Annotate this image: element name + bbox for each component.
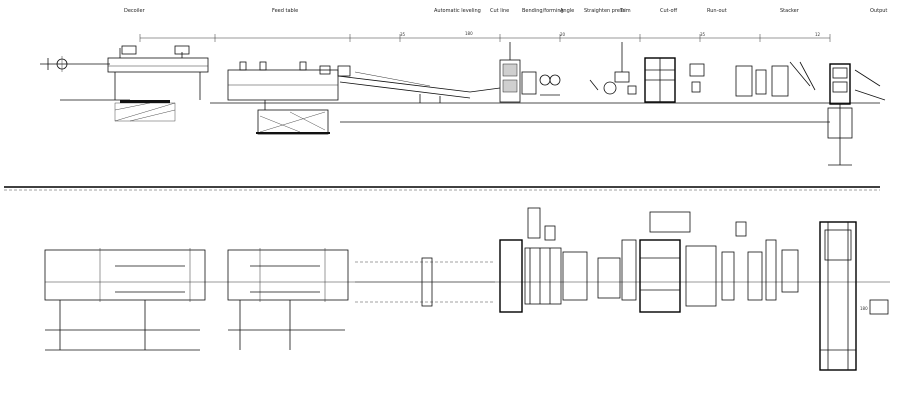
plan-conveyor (355, 257, 495, 307)
header-labels: Decoiler Feed table Automatic leveling C… (124, 8, 887, 14)
straightener-stand (499, 42, 561, 103)
plan-stacker: 180 (819, 221, 889, 371)
bending-station (589, 42, 637, 95)
header-label-trim: Trim (619, 8, 631, 14)
plan-bending (597, 239, 637, 301)
segment-dimension-1: 35 (400, 32, 406, 37)
segment-dimension-4: 12 (815, 32, 821, 37)
header-label-cutoff: Cut-off (660, 8, 678, 14)
segment-dimension-2: 20 (560, 32, 566, 37)
plan-view: 180 (44, 207, 890, 371)
header-label-cut-line: Cut line (490, 8, 509, 14)
header-label-feed-table: Feed table (272, 8, 298, 14)
header-label-stacker: Stacker (780, 8, 800, 14)
cutoff-runout (735, 61, 816, 97)
header-label-output: Output (870, 8, 887, 14)
segment-dimension-3: 35 (700, 32, 706, 37)
header-label-bending: Bending/forming (522, 8, 564, 14)
entry-coil-car (40, 56, 110, 72)
overall-dimension-text: 180 (465, 31, 473, 36)
inclined-conveyor (337, 65, 501, 103)
header-label-runout: Run-out (707, 8, 727, 14)
plan-dimension-overall: 180 (860, 306, 868, 311)
plan-decoiler-2 (227, 248, 349, 350)
header-label-decoiler: Decoiler (124, 8, 146, 14)
header-label-leveling: Automatic leveling (434, 8, 481, 14)
elevation-view: 180 35 20 35 12 (40, 31, 886, 166)
header-label-straighten: Straighten press (584, 8, 626, 14)
press-frame (644, 57, 705, 103)
plan-decoiler-1 (44, 248, 206, 351)
decoiler-frame (107, 45, 209, 122)
feed-table (227, 61, 339, 135)
plan-press (639, 211, 717, 313)
plan-cutoff (721, 221, 799, 301)
header-label-angle: Angle (560, 8, 574, 14)
stacker-tower (827, 63, 886, 166)
plan-straightener (499, 207, 588, 313)
